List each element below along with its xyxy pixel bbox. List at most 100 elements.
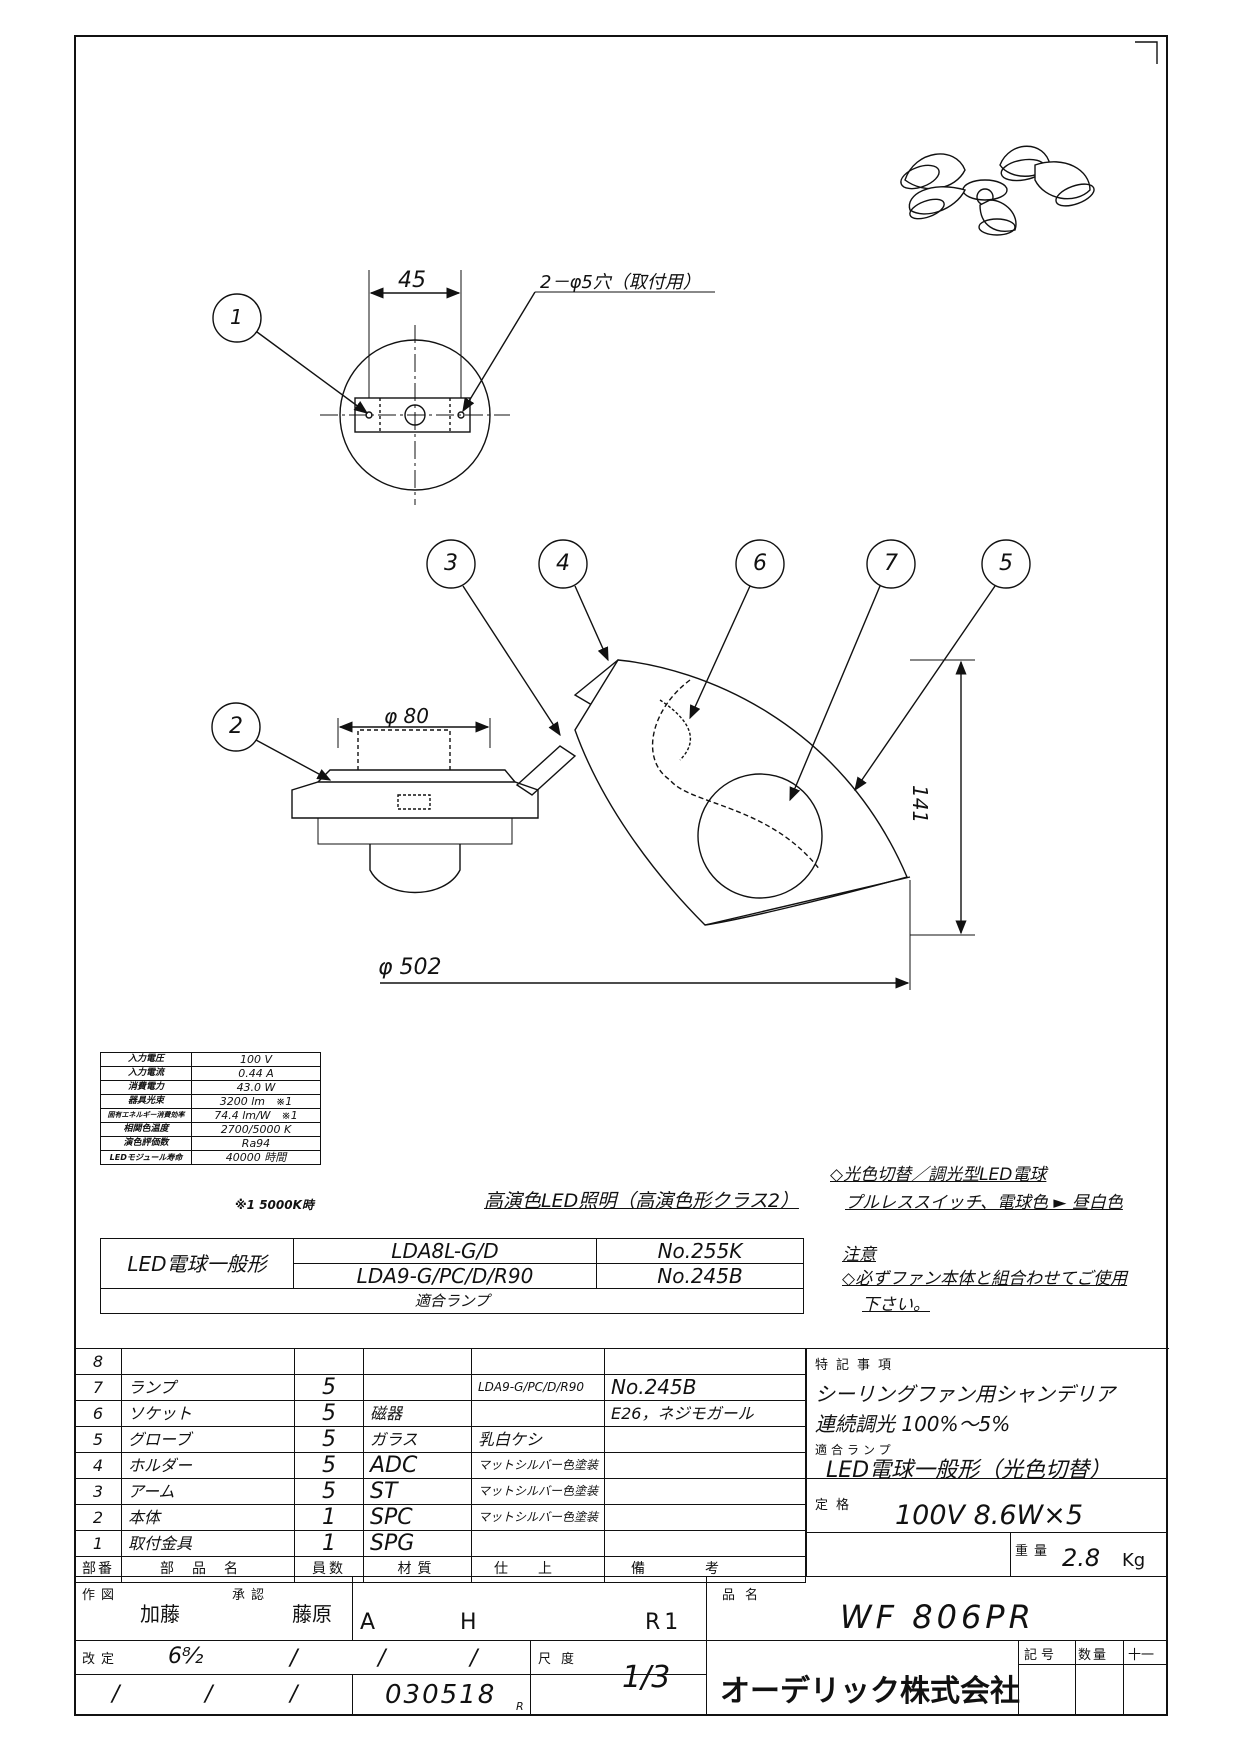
callout-4: 4 (556, 551, 570, 576)
part-remark (604, 1504, 806, 1531)
part-finish: マットシルバー色塗装 (470, 1504, 606, 1531)
lamp-no: No.245B (596, 1263, 804, 1289)
spec-footnote: ※1 5000K時 (235, 1198, 314, 1212)
spec-key: 演色評価数 (100, 1136, 192, 1151)
part-qty: 1 (294, 1530, 364, 1557)
lamp-model: LDA9-G/PC/D/R90 (293, 1263, 597, 1289)
drawn-label: 作図 (82, 1588, 121, 1603)
slash: / (290, 1646, 298, 1671)
slash: / (470, 1646, 478, 1671)
part-name: 取付金具 (121, 1530, 295, 1557)
rev: R1 (645, 1610, 683, 1635)
caution-line1: ◇必ずファン本体と組合わせてご使用 (842, 1269, 1128, 1289)
divider (1018, 1640, 1019, 1716)
doc-number: 030518 (385, 1680, 497, 1710)
special-label: 特記事項 (815, 1358, 900, 1373)
part-remark: E26，ネジモガール (604, 1400, 806, 1427)
part-material (363, 1374, 472, 1401)
spec-value: 74.4 lm/W ※1 (191, 1108, 321, 1123)
part-name: グローブ (121, 1426, 295, 1453)
revised-date: 6⁸⁄₂ (168, 1644, 204, 1669)
top-view (212, 270, 715, 505)
divider (1123, 1640, 1124, 1716)
lamp-label: 適合ランプ (815, 1443, 895, 1457)
part-finish (470, 1530, 606, 1557)
dim-141: 141 (908, 785, 932, 824)
spec-key: 入力電圧 (100, 1052, 192, 1067)
part-qty (294, 1348, 364, 1375)
doc-suffix: R (516, 1700, 524, 1713)
part-finish: マットシルバー色塗装 (470, 1452, 606, 1479)
part-remark (604, 1426, 806, 1453)
color-switch-line1: ◇光色切替／調光型LED電球 (830, 1165, 1047, 1185)
divider (74, 1674, 706, 1675)
product-label: 品名 (722, 1588, 769, 1603)
color-switch-line2: プルレススイッチ、電球色 ► 昼白色 (845, 1193, 1123, 1213)
divider (74, 1640, 1168, 1641)
part-material: SPG (363, 1530, 472, 1557)
code-h: H (460, 1610, 477, 1635)
product-name: WF 806PR (840, 1598, 1035, 1636)
special-line1: シーリングファン用シャンデリア (815, 1382, 1115, 1406)
part-name: ソケット (121, 1400, 295, 1427)
weight-unit: Kg (1122, 1550, 1146, 1571)
part-qty: 1 (294, 1504, 364, 1531)
plusminus-label: 十一 (1128, 1648, 1155, 1663)
callout-5: 5 (999, 551, 1013, 576)
part-remark (604, 1452, 806, 1479)
part-material: 磁器 (363, 1400, 472, 1427)
part-finish (470, 1400, 606, 1427)
rating-label: 定格 (815, 1498, 858, 1513)
part-name: ランプ (121, 1374, 295, 1401)
dim-502: φ 502 (378, 955, 442, 980)
divider (530, 1640, 531, 1716)
callout-1: 1 (230, 305, 243, 329)
scale-label: 尺度 (538, 1652, 585, 1667)
part-finish: LDA9-G/PC/D/R90 (470, 1374, 606, 1401)
part-name: ホルダー (121, 1452, 295, 1479)
slash: / (112, 1682, 120, 1707)
corner-mark (1135, 41, 1158, 64)
spec-key: 器具光束 (100, 1094, 192, 1109)
callout-6: 6 (753, 551, 767, 576)
lamp-footer: 適合ランプ (100, 1288, 804, 1314)
rating-value: 100V 8.6W×5 (895, 1500, 1084, 1531)
revised-label: 改定 (82, 1652, 121, 1667)
mark-label: 記号 (1024, 1648, 1059, 1663)
lamp-model: LDA8L-G/D (293, 1238, 597, 1264)
header-material: 材質 (363, 1556, 472, 1583)
caution-line2: 下さい。 (862, 1295, 930, 1315)
spec-key: 相関色温度 (100, 1122, 192, 1137)
dim-45: 45 (398, 268, 426, 293)
part-no: 6 (74, 1400, 122, 1427)
spec-value: Ra94 (191, 1136, 321, 1151)
special-line2: 連続調光 100%～5% (815, 1412, 1011, 1436)
slash: / (378, 1646, 386, 1671)
slash: / (290, 1682, 298, 1707)
lamp-row: LDA9-G/PC/D/R90 No.245B (101, 1263, 804, 1289)
part-name: 本体 (121, 1504, 295, 1531)
approved-label: 承認 (232, 1588, 271, 1603)
slash: / (205, 1682, 213, 1707)
part-material (363, 1348, 472, 1375)
spec-value: 0.44 A (191, 1066, 321, 1081)
part-material: SPC (363, 1504, 472, 1531)
header-no: 部番 (74, 1556, 122, 1583)
part-name: アーム (121, 1478, 295, 1505)
scale-value: 1/3 (622, 1660, 671, 1695)
weight-value: 2.8 (1062, 1544, 1101, 1572)
high-cri-note: 高演色LED照明（高演色形クラス2） (484, 1190, 799, 1212)
part-name (121, 1348, 295, 1375)
header-finish: 仕上 (470, 1556, 606, 1583)
divider (352, 1674, 353, 1716)
approved-by: 藤原 (292, 1602, 332, 1626)
